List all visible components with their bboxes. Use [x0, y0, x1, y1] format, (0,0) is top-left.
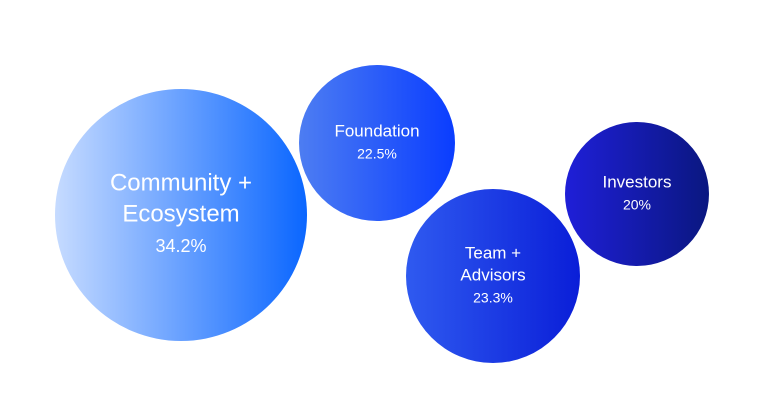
bubble-circle: [55, 89, 307, 341]
bubble: Investors 20%: [565, 122, 709, 266]
bubble-circle: [406, 189, 580, 363]
bubble-circle: [565, 122, 709, 266]
bubble-value: 34.2%: [155, 236, 206, 256]
bubble-value: 20%: [623, 197, 651, 213]
bubble-label: Community +: [110, 169, 252, 196]
bubble-label: Team +: [465, 243, 521, 262]
bubble-value: 22.5%: [357, 146, 397, 162]
bubble-label: Foundation: [334, 121, 419, 140]
bubble: Team + Advisors 23.3%: [406, 189, 580, 363]
bubble-value: 23.3%: [473, 290, 513, 306]
bubble-label: Ecosystem: [122, 200, 239, 227]
bubble: Foundation 22.5%: [299, 65, 455, 221]
bubble-label: Advisors: [460, 265, 525, 284]
bubble-label: Investors: [603, 172, 672, 191]
bubble: Community + Ecosystem 34.2%: [55, 89, 307, 341]
bubble-circle: [299, 65, 455, 221]
